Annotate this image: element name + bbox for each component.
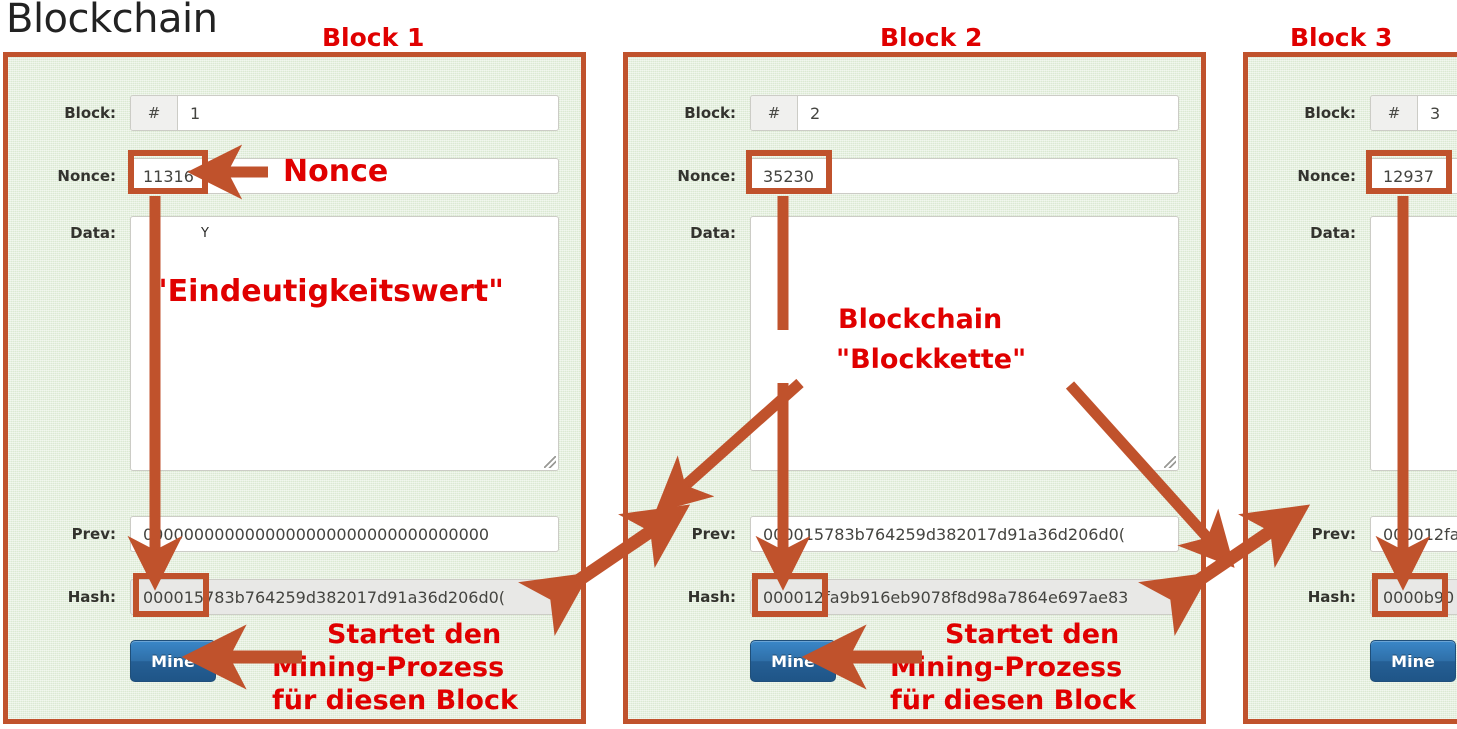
hash-prefix-value-2: 0000 [763,587,804,607]
block-panel-3: Block: # 3 Nonce: 12937 Data: Prev: 0000… [1243,52,1457,724]
hash-prefix-icon-3: # [1371,96,1418,130]
block-panel-1: Block: # 1 Nonce: 11316 Data: Y Prev: 00… [3,52,586,724]
prev-value-1: 0000000000000000000000000000000000 [143,524,490,544]
nonce-label-1: Nonce: [57,167,116,185]
prev-input-2[interactable]: 000015783b764259d382017d91a36d206d0( [750,516,1179,552]
hash-rest-value-2: 12fa9b916eb9078f8d98a7864e697ae83 [803,587,1129,607]
data-textarea-2[interactable] [750,216,1179,471]
nonce-label-2: Nonce: [677,167,736,185]
block-number-value-1: 1 [190,103,201,123]
hash-input-1[interactable]: 0000 15783b764259d382017d91a36d206d0( [130,579,559,615]
data-row-3: Data: [1248,216,1457,471]
nonce-row-1: Nonce: 11316 [8,158,581,194]
nonce-value-2: 35230 [763,166,814,186]
hash-rest-value-3: b90 [1423,587,1455,607]
nonce-value-1: 11316 [143,166,194,186]
resize-handle-icon-2[interactable] [1164,456,1176,468]
hash-prefix-icon-2: # [751,96,798,130]
nonce-label-3: Nonce: [1297,167,1356,185]
hash-input-2[interactable]: 0000 12fa9b916eb9078f8d98a7864e697ae83 [750,579,1179,615]
nonce-input-3[interactable]: 12937 [1370,158,1457,194]
data-label-1: Data: [70,224,116,242]
hash-rest-value-1: 15783b764259d382017d91a36d206d0( [183,587,506,607]
hash-input-3[interactable]: 0000 b90 [1370,579,1457,615]
block-number-row-2: Block: # 2 [628,95,1201,131]
data-textarea-1[interactable]: Y [130,216,559,471]
block-label-3: Block: [1304,104,1356,122]
block-number-input-3[interactable]: # 3 [1370,95,1457,131]
mine-button-1[interactable]: Mine [130,640,216,682]
data-label-2: Data: [690,224,736,242]
data-row-1: Data: Y [8,216,581,471]
mine-button-2[interactable]: Mine [750,640,836,682]
hash-row-2: Hash: 0000 12fa9b916eb9078f8d98a7864e697… [628,579,1201,615]
hash-prefix-value-1: 0000 [143,587,184,607]
prev-input-1[interactable]: 0000000000000000000000000000000000 [130,516,559,552]
hash-row-3: Hash: 0000 b90 [1248,579,1457,615]
prev-row-3: Prev: 000012fa [1248,516,1457,552]
data-row-2: Data: [628,216,1201,471]
nonce-value-3: 12937 [1383,166,1434,186]
prev-row-1: Prev: 0000000000000000000000000000000000 [8,516,581,552]
block-label-1: Block: [64,104,116,122]
hash-prefix-icon-1: # [131,96,178,130]
block-number-input-1[interactable]: # 1 [130,95,559,131]
block-panel-2: Block: # 2 Nonce: 35230 Data: Prev: 0000… [623,52,1206,724]
block-number-value-3: 3 [1430,103,1441,123]
resize-handle-icon-1[interactable] [544,456,556,468]
block-number-row-1: Block: # 1 [8,95,581,131]
hash-label-2: Hash: [687,588,736,606]
prev-row-2: Prev: 000015783b764259d382017d91a36d206d… [628,516,1201,552]
prev-value-3: 000012fa [1383,524,1457,544]
nonce-row-2: Nonce: 35230 [628,158,1201,194]
prev-value-2: 000015783b764259d382017d91a36d206d0( [763,524,1126,544]
block-number-value-2: 2 [810,103,821,123]
block-title-1: Block 1 [322,23,425,52]
data-label-3: Data: [1310,224,1356,242]
prev-label-1: Prev: [71,525,116,543]
block-title-2: Block 2 [880,23,983,52]
page-title: Blockchain [6,0,218,42]
hash-label-1: Hash: [67,588,116,606]
nonce-input-1[interactable]: 11316 [130,158,559,194]
hash-prefix-value-3: 0000 [1383,587,1424,607]
block-title-3: Block 3 [1290,23,1393,52]
nonce-row-3: Nonce: 12937 [1248,158,1457,194]
prev-label-3: Prev: [1311,525,1356,543]
mine-button-3[interactable]: Mine [1370,640,1456,682]
block-number-row-3: Block: # 3 [1248,95,1457,131]
prev-label-2: Prev: [691,525,736,543]
block-label-2: Block: [684,104,736,122]
nonce-input-2[interactable]: 35230 [750,158,1179,194]
block-number-input-2[interactable]: # 2 [750,95,1179,131]
hash-row-1: Hash: 0000 15783b764259d382017d91a36d206… [8,579,581,615]
hash-label-3: Hash: [1307,588,1356,606]
prev-input-3[interactable]: 000012fa [1370,516,1457,552]
data-textarea-value-1: Y [201,226,209,241]
data-textarea-3[interactable] [1370,216,1457,471]
